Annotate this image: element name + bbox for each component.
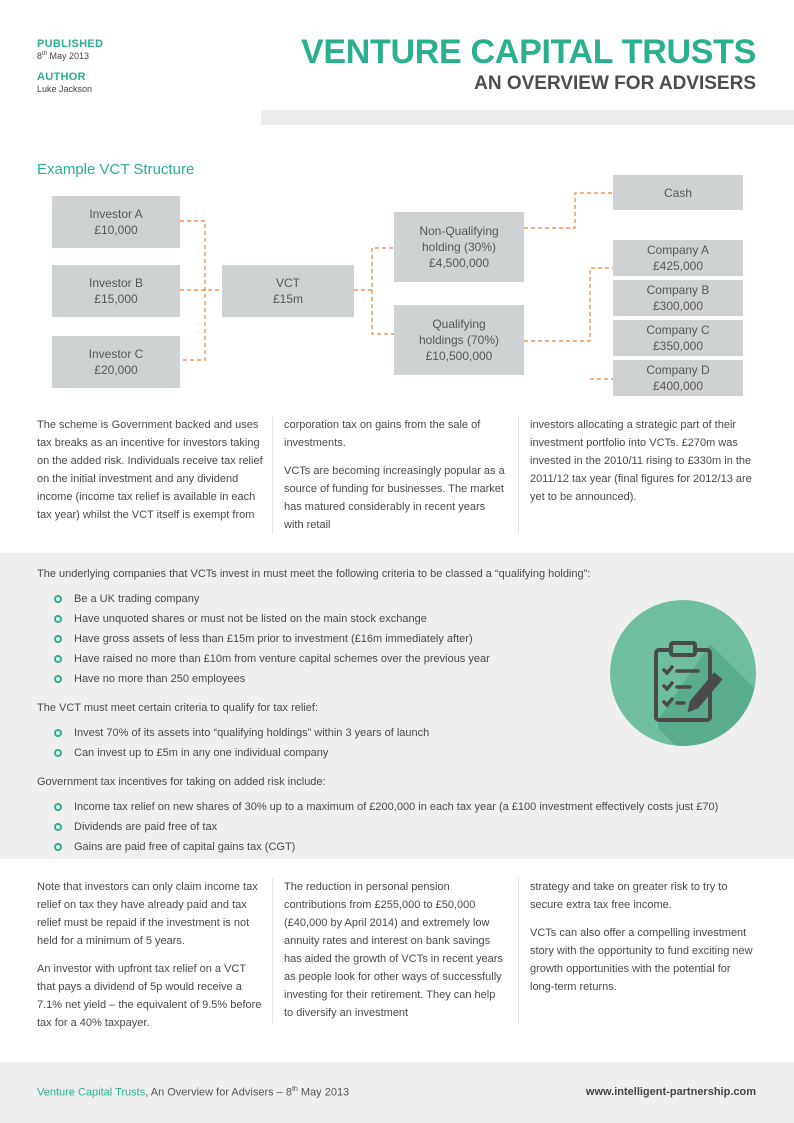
column-divider bbox=[518, 416, 519, 534]
subtitle: AN OVERVIEW FOR ADVISERS bbox=[474, 73, 756, 94]
title-divider-bar bbox=[261, 110, 794, 125]
list-item: Have raised no more than £10m from ventu… bbox=[37, 649, 757, 669]
bullet-icon bbox=[54, 635, 62, 643]
list-item: Have unquoted shares or must not be list… bbox=[37, 609, 757, 629]
bullet-icon bbox=[54, 843, 62, 851]
intro-column-3: investors allocating a strategic part of… bbox=[530, 419, 752, 503]
investor-box: Investor B£15,000 bbox=[52, 265, 180, 317]
list-item: Income tax relief on new shares of 30% u… bbox=[37, 797, 757, 817]
list-item: Have gross assets of less than £15m prio… bbox=[37, 629, 757, 649]
bottom-column-2: The reduction in personal pension contri… bbox=[284, 881, 503, 1019]
criteria-panel: The underlying companies that VCTs inves… bbox=[0, 553, 794, 859]
intro-column-2: corporation tax on gains from the sale o… bbox=[284, 419, 505, 531]
list-item: Have no more than 250 employees bbox=[37, 669, 757, 689]
investor-box: Investor C£20,000 bbox=[52, 336, 180, 388]
column-divider bbox=[518, 878, 519, 1023]
bullet-icon bbox=[54, 595, 62, 603]
column-divider bbox=[272, 878, 273, 1023]
footer-url: www.intelligent-partnership.com bbox=[585, 1086, 756, 1098]
bullet-icon bbox=[54, 675, 62, 683]
vct-list: Invest 70% of its assets into “qualifyin… bbox=[37, 723, 757, 763]
qualifying-intro: The underlying companies that VCTs inves… bbox=[37, 568, 591, 580]
main-title: VENTURE CAPITAL TRUSTS bbox=[301, 33, 756, 71]
author-name: Luke Jackson bbox=[37, 84, 93, 94]
list-item: Be a UK trading company bbox=[37, 589, 757, 609]
qualifying-list: Be a UK trading company Have unquoted sh… bbox=[37, 589, 757, 689]
publication-meta: PUBLISHED 8th May 2013 AUTHOR Luke Jacks… bbox=[37, 38, 103, 94]
document-title: VENTURE CAPITAL TRUSTS AN OVERVIEW FOR A… bbox=[301, 32, 756, 95]
clipboard-checklist-icon bbox=[610, 600, 756, 746]
list-item: Invest 70% of its assets into “qualifyin… bbox=[37, 723, 757, 743]
cash-box: Cash bbox=[613, 175, 743, 210]
bullet-icon bbox=[54, 615, 62, 623]
bullet-icon bbox=[54, 823, 62, 831]
list-item: Can invest up to £5m in any one individu… bbox=[37, 743, 757, 763]
gov-list: Income tax relief on new shares of 30% u… bbox=[37, 797, 757, 857]
footer-title: Venture Capital Trusts, An Overview for … bbox=[37, 1086, 350, 1099]
bullet-icon bbox=[54, 655, 62, 663]
list-item: Gains are paid free of capital gains tax… bbox=[37, 837, 757, 857]
intro-column-1: The scheme is Government backed and uses… bbox=[37, 419, 263, 521]
bullet-icon bbox=[54, 803, 62, 811]
author-label: AUTHOR bbox=[37, 71, 86, 83]
investor-box: Investor A£10,000 bbox=[52, 196, 180, 248]
list-item: Dividends are paid free of tax bbox=[37, 817, 757, 837]
diagram-title: Example VCT Structure bbox=[37, 161, 195, 178]
company-box: Company B£300,000 bbox=[613, 280, 743, 316]
page-footer: Venture Capital Trusts, An Overview for … bbox=[0, 1062, 794, 1123]
criteria-content: The underlying companies that VCTs inves… bbox=[37, 567, 757, 869]
bullet-icon bbox=[54, 749, 62, 757]
company-box: Company D£400,000 bbox=[613, 360, 743, 396]
published-date: 8th May 2013 bbox=[37, 51, 90, 61]
company-box: Company A£425,000 bbox=[613, 240, 743, 276]
bullet-icon bbox=[54, 729, 62, 737]
column-divider bbox=[272, 416, 273, 534]
company-box: Company C£350,000 bbox=[613, 320, 743, 356]
published-label: PUBLISHED bbox=[37, 38, 104, 50]
vct-intro: The VCT must meet certain criteria to qu… bbox=[37, 702, 319, 714]
gov-intro: Government tax incentives for taking on … bbox=[37, 776, 326, 788]
bottom-column-3: strategy and take on greater risk to try… bbox=[530, 881, 753, 993]
vct-box: VCT£15m bbox=[222, 265, 354, 317]
bottom-column-1: Note that investors can only claim incom… bbox=[37, 881, 262, 1029]
